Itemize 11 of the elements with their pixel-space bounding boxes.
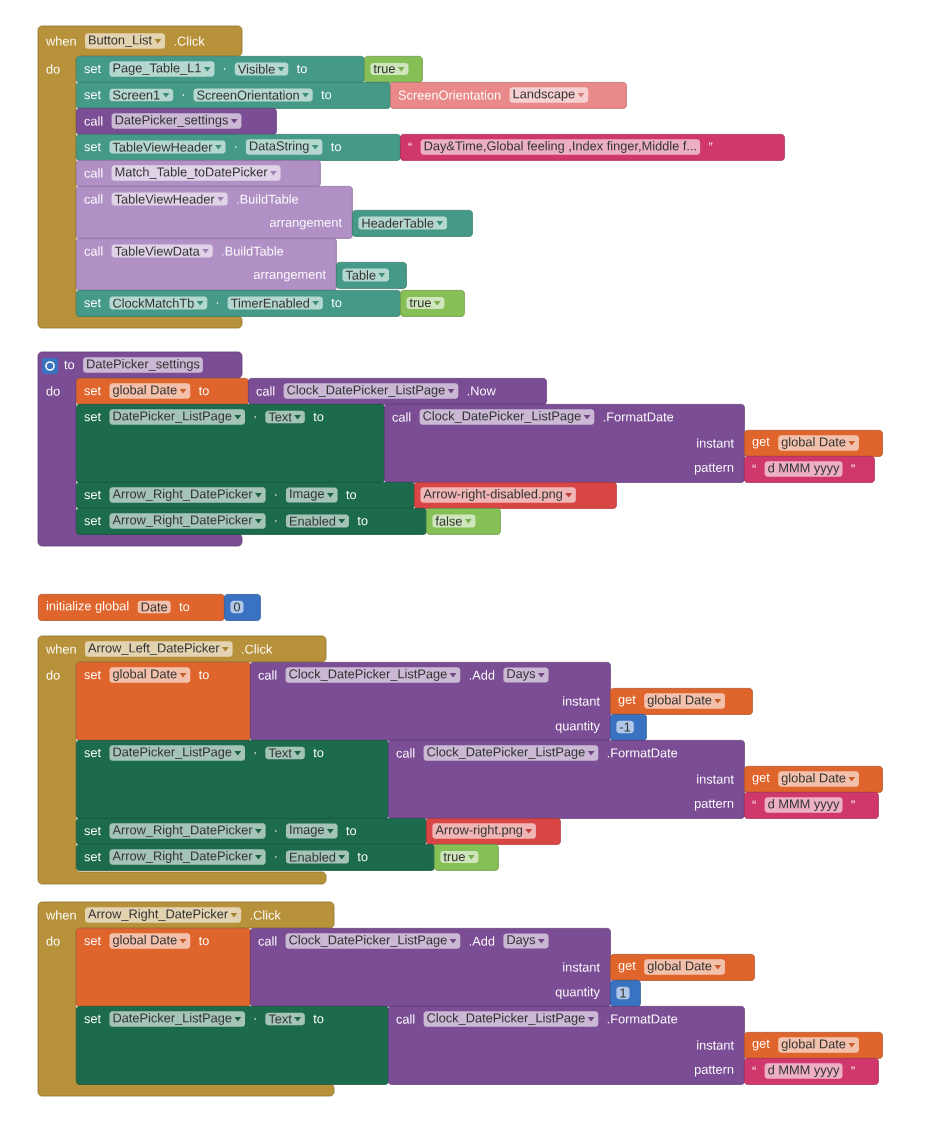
component-block [336, 262, 407, 289]
number-block [610, 980, 641, 1007]
boolean-block [364, 56, 423, 83]
text-block [426, 818, 561, 845]
boolean-block [400, 290, 465, 317]
component-block [352, 210, 473, 237]
number-block [610, 714, 647, 741]
number-block [224, 594, 261, 621]
boolean-block [426, 508, 501, 535]
boolean-block [434, 844, 499, 871]
text-block [414, 482, 617, 509]
